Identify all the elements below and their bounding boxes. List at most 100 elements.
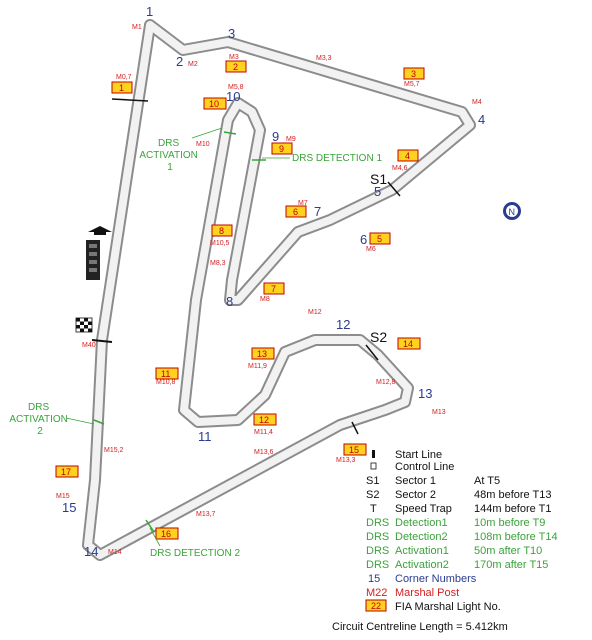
marshal-post-m7: M7 bbox=[298, 200, 308, 207]
svg-text:DRS: DRS bbox=[366, 545, 389, 557]
svg-text:DRS: DRS bbox=[366, 517, 389, 529]
svg-text:11: 11 bbox=[161, 369, 170, 379]
svg-text:At T5: At T5 bbox=[474, 475, 500, 487]
track-surface bbox=[84, 21, 474, 559]
marshal-post-m6: M6 bbox=[366, 246, 376, 253]
svg-text:7: 7 bbox=[271, 284, 276, 294]
light-box-13: 13 bbox=[251, 347, 275, 360]
marshal-post-m4-6: M4,6 bbox=[392, 165, 408, 172]
legend-row: DRS Detection2 108m before T14 bbox=[366, 531, 558, 543]
speed-trap-line bbox=[111, 98, 149, 102]
turn-numbers: 1 2 3 4 5 6 7 8 9 10 11 12 13 14 15 bbox=[62, 4, 485, 559]
light-box-15: 15 bbox=[343, 443, 367, 456]
legend-row: DRS Activation1 50m after T10 bbox=[366, 545, 542, 557]
light-box-2: 2 bbox=[225, 60, 247, 73]
svg-text:15: 15 bbox=[349, 445, 359, 455]
marshal-post-m11-9: M11,9 bbox=[248, 363, 267, 370]
svg-text:DRS: DRS bbox=[366, 531, 389, 543]
drs-activation1-label: DRS ACTIVATION 1 bbox=[139, 138, 200, 173]
svg-text:6: 6 bbox=[293, 207, 298, 217]
marshal-post-m8: M8 bbox=[260, 296, 270, 303]
svg-text:5: 5 bbox=[377, 234, 382, 244]
sector-labels: S1 S2 bbox=[370, 171, 387, 345]
turn-13: 13 bbox=[418, 386, 432, 401]
light-box-16: 16 bbox=[155, 527, 179, 540]
marshal-post-m13-7: M13,7 bbox=[196, 511, 216, 518]
marshal-post-m5-7: M5,7 bbox=[404, 81, 420, 88]
svg-text:Start Line: Start Line bbox=[395, 449, 442, 461]
marshal-post-m8-3: M8,3 bbox=[210, 260, 226, 267]
svg-text:Activation1: Activation1 bbox=[395, 545, 449, 557]
light-box-4: 4 bbox=[397, 149, 419, 162]
sector-2-label: S2 bbox=[370, 329, 387, 345]
svg-text:Detection2: Detection2 bbox=[395, 531, 448, 543]
turn-3: 3 bbox=[228, 26, 235, 41]
light-box-9: 9 bbox=[271, 142, 293, 155]
svg-text:Sector 2: Sector 2 bbox=[395, 489, 436, 501]
marshal-post-m10-8: M10,8 bbox=[156, 379, 176, 386]
legend-row: T Speed Trap 144m before T1 bbox=[370, 503, 551, 515]
marshal-post-m5-8: M5,8 bbox=[228, 84, 244, 91]
start-line bbox=[91, 339, 113, 343]
turn-2: 2 bbox=[176, 54, 183, 69]
marshal-post-m12: M12 bbox=[308, 309, 322, 316]
light-box-5: 5 bbox=[369, 232, 391, 245]
marshal-post-m1: M1 bbox=[132, 24, 142, 31]
turn-7: 7 bbox=[314, 204, 321, 219]
marshal-post-m12-8: M12,8 bbox=[376, 379, 396, 386]
north-compass-icon: N bbox=[503, 202, 521, 220]
drs-detection1-label: DRS DETECTION 1 bbox=[292, 153, 382, 164]
svg-text:Control Line: Control Line bbox=[395, 461, 454, 473]
svg-text:17: 17 bbox=[61, 467, 71, 477]
svg-text:22: 22 bbox=[371, 601, 381, 611]
drs-activation1-pointer bbox=[191, 127, 223, 139]
svg-text:10m before T9: 10m before T9 bbox=[474, 517, 545, 529]
svg-text:170m after T15: 170m after T15 bbox=[474, 559, 548, 571]
svg-text:FIA Marshal Light No.: FIA Marshal Light No. bbox=[395, 601, 501, 613]
marshal-post-m0-7: M0,7 bbox=[116, 74, 132, 81]
legend-row: DRS Detection1 10m before T9 bbox=[366, 517, 545, 529]
svg-text:14: 14 bbox=[403, 339, 413, 349]
marshal-post-m10-5: M10,5 bbox=[210, 240, 230, 247]
svg-text:13: 13 bbox=[257, 349, 267, 359]
svg-text:48m before T13: 48m before T13 bbox=[474, 489, 551, 501]
legend: Start Line Control Line S1 Sector 1 At T… bbox=[365, 449, 558, 613]
svg-text:M22: M22 bbox=[366, 587, 387, 599]
light-boxes: 1 2 3 4 5 6 7 8 bbox=[55, 60, 425, 540]
light-box-10: 10 bbox=[203, 97, 227, 110]
turn-10: 10 bbox=[226, 89, 240, 104]
marshal-post-m13-3: M13,3 bbox=[336, 457, 356, 464]
svg-text:3: 3 bbox=[411, 69, 416, 79]
start-line-icon bbox=[372, 450, 375, 458]
circuit-length-label: Circuit Centreline Length = 5.412km bbox=[332, 621, 508, 633]
svg-text:DRS: DRS bbox=[366, 559, 389, 571]
drs-activation2-line bbox=[93, 419, 105, 425]
track-lines bbox=[91, 98, 401, 533]
control-line-icon bbox=[370, 462, 377, 470]
legend-row: DRS Activation2 170m after T15 bbox=[366, 559, 548, 571]
grandstand-icon bbox=[88, 226, 112, 235]
svg-text:108m before T14: 108m before T14 bbox=[474, 531, 558, 543]
svg-text:10: 10 bbox=[209, 99, 219, 109]
turn-14: 14 bbox=[84, 544, 98, 559]
turn-6: 6 bbox=[360, 232, 367, 247]
svg-text:50m after T10: 50m after T10 bbox=[474, 545, 542, 557]
drs-activation2-pointer bbox=[65, 417, 95, 425]
turn-8: 8 bbox=[226, 294, 233, 309]
marshal-post-m40: M40 bbox=[82, 342, 96, 349]
legend-row: M22 Marshal Post bbox=[366, 587, 459, 599]
turn-12: 12 bbox=[336, 317, 350, 332]
svg-text:S1: S1 bbox=[366, 475, 379, 487]
svg-text:2: 2 bbox=[233, 62, 238, 72]
marshal-post-m15-2: M15,2 bbox=[104, 447, 124, 454]
checkered-flag-icon bbox=[75, 317, 93, 333]
svg-text:12: 12 bbox=[259, 415, 269, 425]
marshal-post-m3-3: M3,3 bbox=[316, 55, 332, 62]
light-box-7: 7 bbox=[263, 282, 285, 295]
turn-4: 4 bbox=[478, 112, 485, 127]
drs-activation1-line bbox=[223, 131, 237, 135]
drs-detection2-pointer bbox=[149, 527, 161, 547]
svg-text:8: 8 bbox=[219, 226, 224, 236]
legend-row: S2 Sector 2 48m before T13 bbox=[366, 489, 551, 501]
